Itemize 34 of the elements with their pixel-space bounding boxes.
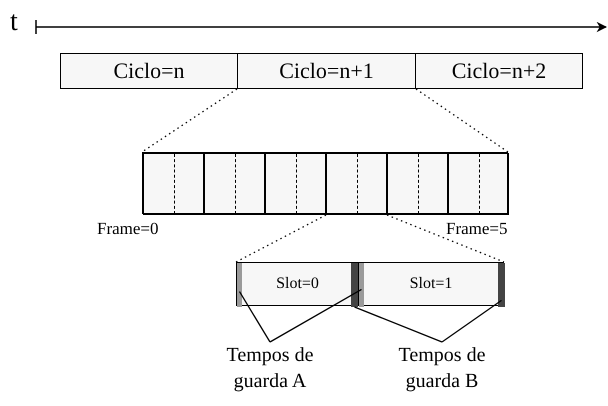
frame-label: Frame=0 bbox=[97, 219, 159, 239]
guard-time-strip bbox=[351, 263, 358, 307]
slot-box bbox=[236, 262, 359, 306]
frame-cell bbox=[265, 153, 326, 215]
frame-cell bbox=[326, 153, 387, 215]
slot-label: Slot=1 bbox=[410, 275, 452, 293]
frame-label: Frame=5 bbox=[446, 219, 508, 239]
zoom-line bbox=[386, 214, 504, 263]
zoom-line bbox=[142, 88, 238, 153]
guard-time-strip bbox=[359, 263, 364, 307]
slot-label: Slot=0 bbox=[276, 275, 319, 293]
frame-cell bbox=[448, 153, 509, 215]
guard-time-label: Tempos de guarda A bbox=[226, 343, 314, 394]
cycle-label: Ciclo=n bbox=[113, 58, 185, 84]
zoom-line bbox=[236, 214, 326, 263]
guard-time-label: Tempos de guarda B bbox=[398, 343, 486, 394]
cycle-label: Ciclo=n+1 bbox=[279, 58, 374, 84]
leader-line bbox=[442, 300, 502, 343]
cycle-box bbox=[60, 53, 238, 89]
leader-line bbox=[238, 291, 271, 342]
leader-line bbox=[270, 288, 362, 343]
cycle-label: Ciclo=n+2 bbox=[452, 58, 546, 84]
axis-label: t bbox=[10, 6, 18, 38]
frame-bar bbox=[142, 152, 508, 214]
slot-box bbox=[358, 262, 504, 306]
zoom-line bbox=[416, 88, 508, 153]
frame-cell bbox=[143, 153, 204, 215]
guard-time-strip bbox=[237, 263, 242, 307]
leader-line bbox=[354, 306, 442, 343]
guard-time-strip bbox=[498, 263, 505, 307]
cycle-box bbox=[415, 53, 583, 89]
frame-cell bbox=[204, 153, 265, 215]
cycle-box bbox=[237, 53, 416, 89]
frame-cell bbox=[387, 153, 448, 215]
